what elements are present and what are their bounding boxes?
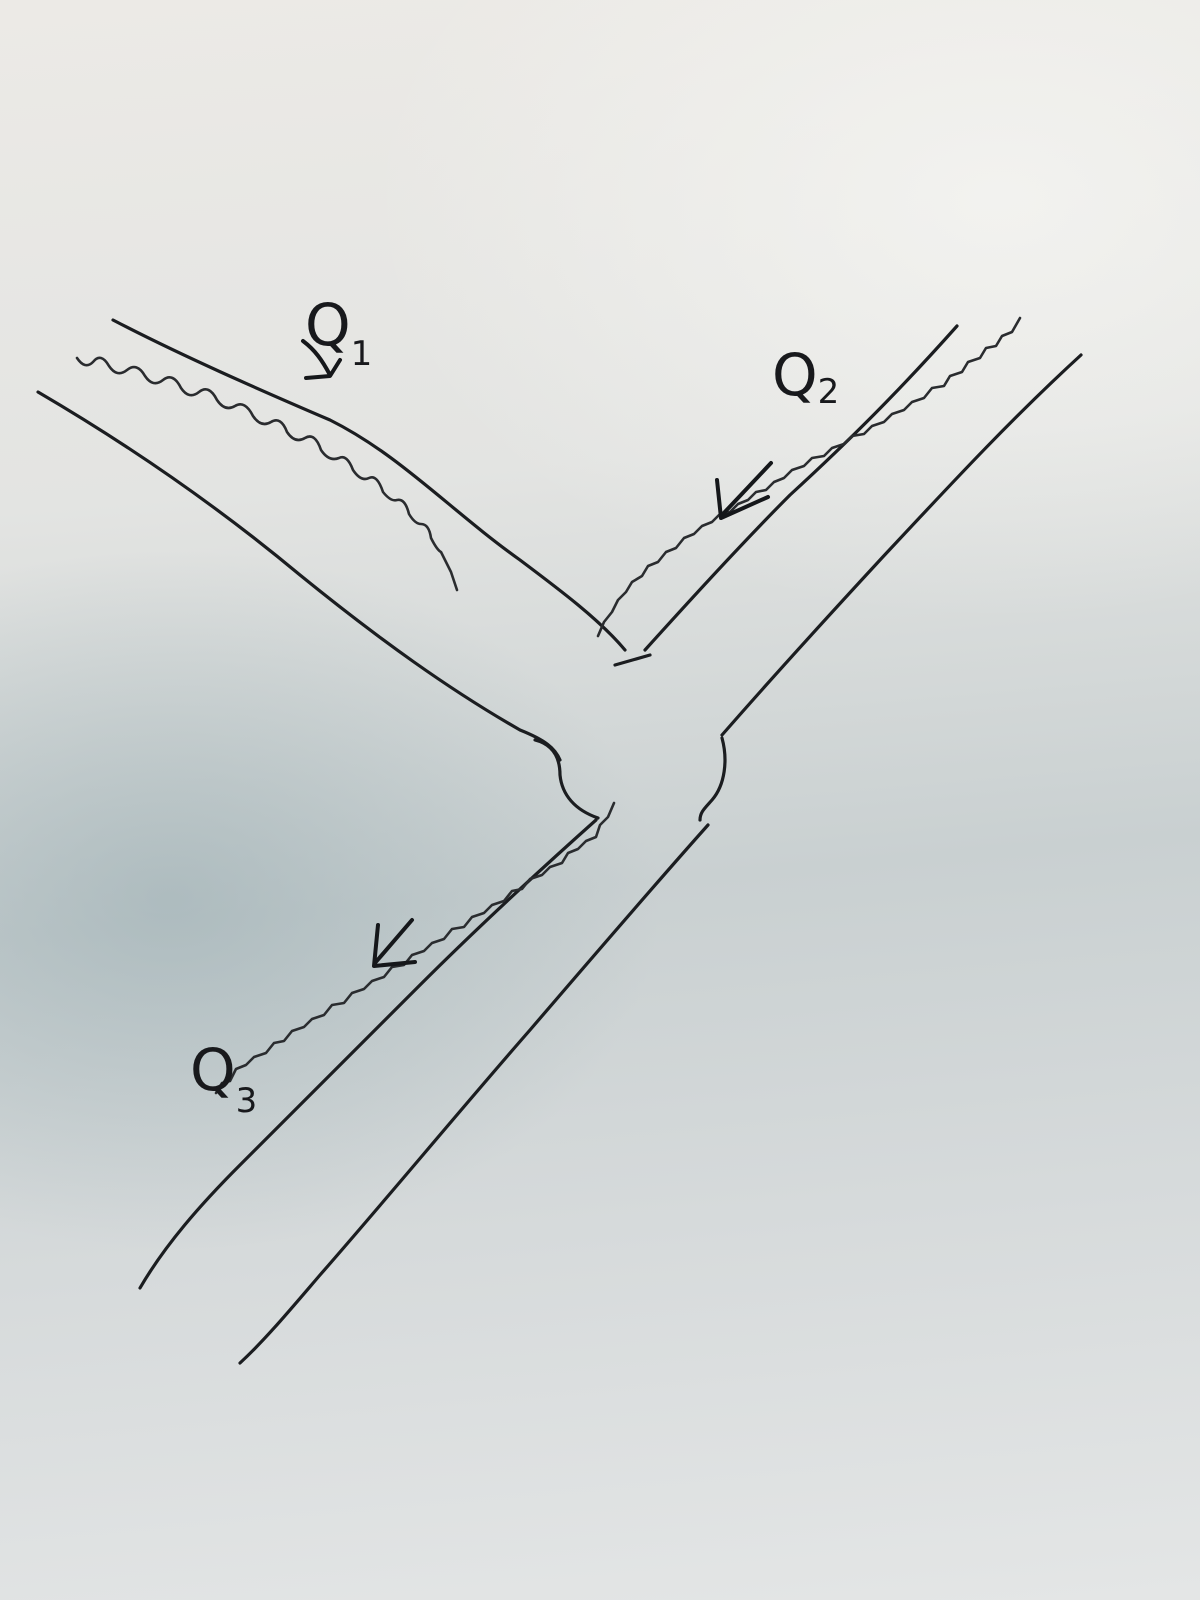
flow-arrow-icon	[715, 461, 773, 520]
junction-left-bulge	[533, 738, 600, 820]
flow-arrow-icon	[301, 339, 342, 380]
junction	[533, 653, 727, 822]
q3-left-bank	[138, 818, 598, 1290]
q1-lower-bank	[36, 390, 562, 762]
branch-q2	[596, 316, 1083, 737]
flow-labels: Q1 Q2 Q3	[190, 291, 839, 1121]
branch-q1	[36, 318, 627, 762]
q2-lower-bank	[720, 353, 1083, 737]
branch-q3	[138, 801, 710, 1365]
q1-water-surface	[75, 356, 459, 592]
q2-water-surface	[596, 316, 1022, 638]
junction-notch-top	[613, 653, 652, 667]
q2-upper-bank	[643, 324, 959, 652]
q3-right-bank	[238, 823, 710, 1365]
q1-upper-bank	[111, 318, 627, 652]
q3-water-surface	[214, 801, 616, 1095]
q1-label: Q1	[305, 291, 372, 374]
flow-arrow-icon	[372, 918, 417, 968]
junction-right-bulge	[698, 736, 727, 822]
q2-label: Q2	[772, 341, 839, 412]
q3-label: Q3	[190, 1036, 257, 1121]
flow-arrows	[301, 339, 773, 968]
